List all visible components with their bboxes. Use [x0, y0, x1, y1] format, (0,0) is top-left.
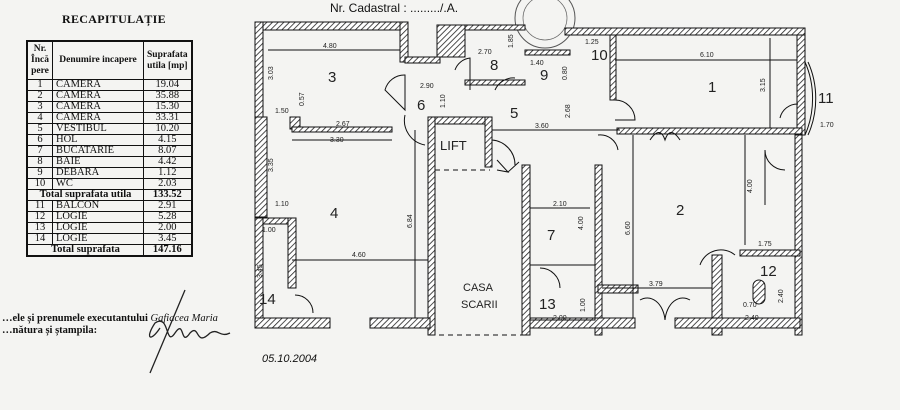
dimension-label: 6.60 [625, 221, 632, 235]
room-labels: 3 4 6 5 8 9 10 1 11 2 7 12 13 14 LIFT CA… [259, 47, 834, 313]
recap-table: Nr. Încă pere Denumire incapere Suprafat… [26, 40, 193, 257]
room-label: 11 [818, 90, 834, 107]
cadastral-number: Nr. Cadastral : ........./.A. [330, 1, 459, 15]
dimension-label: 0.57 [299, 92, 306, 106]
door-icon [454, 57, 471, 90]
signature-icon [148, 289, 231, 374]
room-label: 4 [330, 205, 338, 222]
dimension-label: 1.00 [580, 298, 587, 312]
dimension-label: 1.50 [275, 108, 289, 115]
room-label: 6 [417, 97, 425, 114]
executant-name: Gafiacea Maria [150, 313, 218, 324]
door-icon [494, 77, 516, 91]
dimension-label: 0.80 [562, 66, 569, 80]
room-label: 8 [490, 57, 498, 74]
door-icon [764, 149, 786, 205]
walls [254, 21, 806, 336]
door-icon [597, 134, 619, 151]
dimension-label: 1.25 [585, 39, 599, 46]
dimension-label: 0.70 [743, 302, 757, 309]
door-icon [384, 74, 406, 112]
stair-label: CASA [463, 282, 494, 294]
room-label: 10 [591, 47, 608, 64]
door-icon [699, 249, 736, 266]
dimension-label: 2.90 [420, 83, 434, 90]
door-icon [491, 139, 516, 166]
dimension-label: 2.70 [478, 49, 492, 56]
col-name: Denumire incapere [52, 40, 144, 80]
thin-lines [268, 38, 817, 336]
room-label: 13 [539, 296, 556, 313]
dimension-label: 1.40 [530, 60, 544, 67]
room-label: 7 [547, 227, 555, 244]
room-label: 14 [259, 291, 276, 308]
dimension-label: 3.60 [535, 123, 549, 130]
room-label: 2 [676, 202, 684, 219]
room-label: 9 [540, 67, 548, 84]
dimension-label: 4.80 [323, 43, 337, 50]
dimension-label: 2.10 [553, 201, 567, 208]
stamp-icon [514, 0, 576, 49]
col-nr: Nr. Încă pere [26, 40, 53, 80]
lift-label: LIFT [440, 138, 467, 153]
total-row-value: 147.16 [142, 244, 193, 257]
dimension-label: 2.40 [745, 315, 759, 322]
room-label: 12 [760, 263, 777, 280]
dimension-label: 6.10 [700, 52, 714, 59]
room-label: 3 [328, 69, 336, 86]
door-icon [779, 103, 799, 119]
room-label: 1 [708, 79, 716, 96]
dimension-label: 3.30 [330, 137, 344, 144]
dimension-label: 1.10 [275, 201, 289, 208]
room-area: 2.03 [142, 178, 193, 190]
executant-block: …ele și prenumele executantului Gafiacea… [2, 313, 218, 337]
entrance-arrow-icon [496, 159, 520, 173]
dimension-label: 2.68 [565, 104, 572, 118]
dimension-label: 2.00 [553, 315, 567, 322]
dimension-label: 4.00 [747, 179, 754, 193]
dimension-label: 3.15 [760, 78, 767, 92]
dimension-label: 3.45 [257, 264, 264, 278]
room-area: 3.45 [142, 233, 193, 245]
dimension-label: 2.67 [336, 121, 350, 128]
dimension-label: 1.75 [758, 241, 772, 248]
door-icon [639, 297, 691, 321]
dimension-label: 1.10 [440, 94, 447, 108]
recap-title: RECAPITULAȚIE [62, 12, 166, 26]
dimension-label: 3.35 [268, 158, 275, 172]
room-label: 5 [510, 105, 518, 122]
door-icon [614, 99, 636, 121]
dimension-label: 1.00 [262, 227, 276, 234]
door-icon [403, 114, 426, 146]
door-icon [294, 294, 314, 314]
dimension-label: 4.00 [578, 216, 585, 230]
executant-label: …ele și prenumele executantului [2, 313, 148, 324]
door-icon [539, 267, 561, 289]
dimension-labels: 4.80 3.03 0.57 1.50 2.67 3.30 3.35 2.90 … [257, 34, 834, 322]
dimension-label: 3.03 [268, 66, 275, 80]
stair-label: SCARII [461, 299, 498, 311]
dimension-label: 6.84 [407, 214, 414, 228]
door-icon [649, 132, 681, 142]
plan-date: 05.10.2004 [262, 353, 318, 365]
signature-label: …nătura și ștampila: [2, 325, 98, 336]
dimension-label: 1.70 [820, 122, 834, 129]
dimension-label: 1.85 [508, 34, 515, 48]
dimension-label: 4.60 [352, 252, 366, 259]
dimension-label: 3.79 [649, 281, 663, 288]
dimension-label: 2.40 [778, 289, 785, 303]
